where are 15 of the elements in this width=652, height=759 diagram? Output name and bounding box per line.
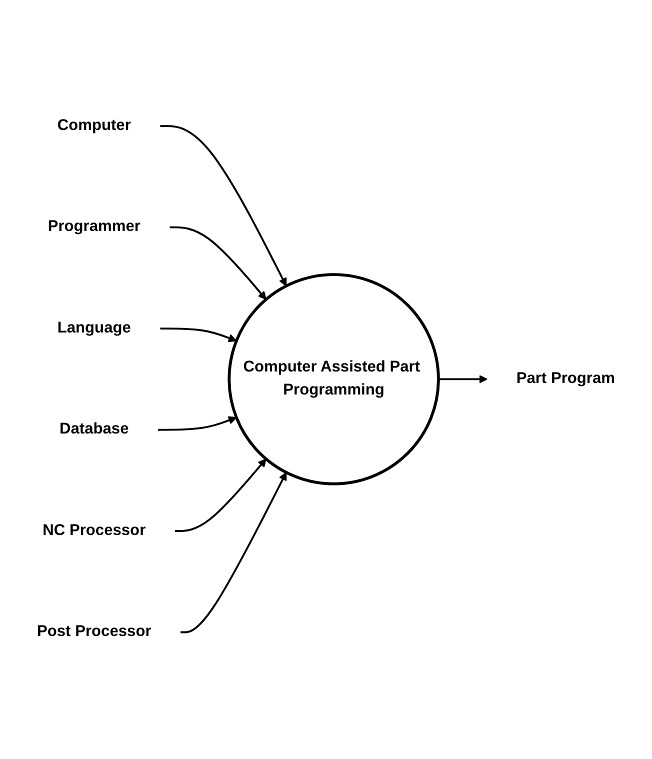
- arrow: [174, 458, 266, 532]
- node-text: Part Program: [516, 370, 616, 388]
- arrow: [170, 226, 266, 300]
- arrow: [158, 416, 237, 432]
- node-text: NC Processor: [42, 522, 146, 540]
- node-text: Programmer: [48, 218, 140, 236]
- arrow: [160, 125, 287, 287]
- node-text: Post Processor: [36, 624, 152, 640]
- arrow: [160, 328, 237, 342]
- arrow: [438, 375, 488, 384]
- arrow: [180, 472, 287, 634]
- node-text: Database: [60, 421, 129, 438]
- node-text: Language: [57, 320, 131, 337]
- node-circle: Computer Assisted Part Programming: [228, 273, 440, 486]
- node-text: Computer: [57, 118, 131, 134]
